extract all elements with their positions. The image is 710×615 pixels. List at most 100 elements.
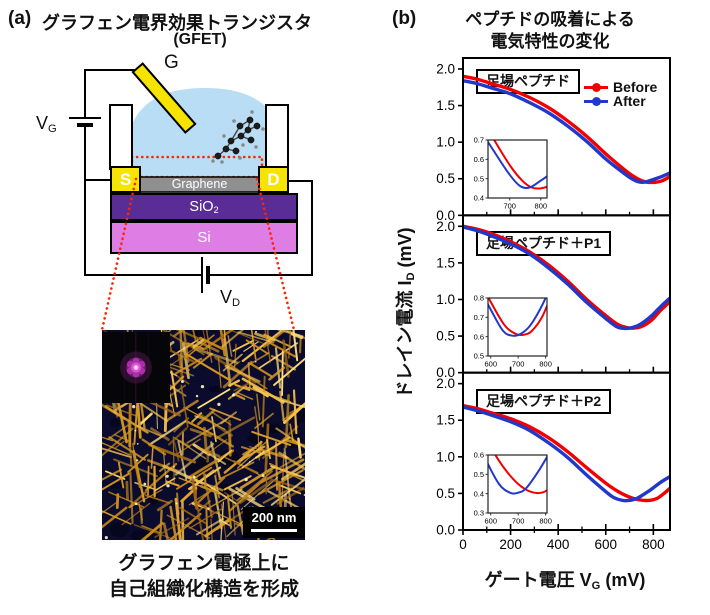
curve-before	[463, 224, 670, 330]
molecule-h-atom	[232, 119, 236, 123]
y-tick-label: 1.5	[436, 255, 455, 270]
curve-after	[463, 405, 670, 503]
afm-speck	[180, 380, 184, 384]
molecule-h-atom	[238, 156, 242, 160]
plot3-condition-box: 足場ペプチド＋P2	[476, 389, 612, 415]
afm-fiber	[284, 394, 290, 449]
afm-fiber	[209, 407, 242, 421]
afm-fiber	[235, 487, 256, 501]
afm-fiber	[263, 333, 293, 349]
x-tick-label: 200	[499, 537, 522, 552]
afm-fiber	[211, 411, 232, 426]
molecule-c-atom	[237, 132, 245, 140]
afm-speck	[175, 502, 178, 505]
y-tick-label: 0.0	[436, 523, 455, 538]
afm-fiber	[268, 341, 297, 358]
afm-speck	[244, 477, 248, 482]
afm-fiber	[228, 330, 264, 344]
afm-fiber	[281, 348, 284, 397]
y-tick-label: 1.5	[436, 413, 455, 428]
afm-fiber	[162, 522, 170, 540]
y-tick-label: 0.0	[436, 208, 455, 223]
afm-fiber	[245, 339, 269, 355]
afm-fiber	[168, 427, 188, 446]
afm-fiber	[223, 440, 263, 474]
molecule-h-atom	[254, 145, 258, 149]
sio2-layer-label: SiO2	[189, 199, 219, 216]
graphene-layer-label: Graphene	[171, 177, 228, 191]
afm-fiber	[189, 428, 212, 438]
afm-fiber	[231, 491, 236, 536]
afm-fiber	[278, 484, 302, 495]
inset-y-tick-label: 0.5	[474, 470, 484, 479]
afm-fiber	[178, 440, 191, 448]
afm-fiber	[172, 436, 175, 483]
gate-bar-rect	[131, 62, 197, 134]
afm-fiber	[224, 364, 261, 383]
afm-fiber	[241, 330, 283, 363]
afm-fiber	[147, 465, 150, 498]
afm-pit	[208, 385, 222, 393]
inset-x-tick-label: 800	[539, 360, 552, 369]
panel-b-title-line2: 電気特性の変化	[490, 32, 610, 51]
inset-frame	[487, 297, 548, 357]
afm-fiber	[262, 487, 293, 504]
afm-fiber	[198, 336, 225, 351]
molecule-illustration	[211, 110, 265, 164]
inset-bg	[488, 298, 547, 356]
inset-x-tick-label: 800	[535, 202, 548, 211]
afm-fiber	[227, 385, 247, 400]
afm-fiber	[282, 339, 290, 378]
si-layer-label: Si	[197, 229, 211, 246]
molecule-h-atom	[220, 160, 224, 164]
panel-a: (a) グラフェン電界効果トランジスタ (GFET) VG G S D Grap…	[8, 8, 313, 600]
afm-fiber	[265, 471, 268, 495]
afm-fiber	[256, 393, 261, 421]
legend-after-line	[584, 96, 608, 106]
x-tick-label: 400	[547, 537, 570, 552]
panel-b: (b) ペプチドの吸着による 電気特性の変化 ドレイン電流 ID (mV) ゲー…	[380, 0, 710, 615]
afm-fiber	[159, 509, 163, 540]
molecule-c-atom	[222, 145, 230, 153]
afm-speck	[195, 394, 199, 398]
y-tick-label: 1.5	[436, 98, 455, 113]
afm-speck	[173, 465, 175, 468]
inset-curves	[488, 455, 547, 495]
afm-fiber	[192, 339, 205, 349]
drain-electrode	[258, 166, 289, 193]
inset-curves	[488, 298, 547, 337]
panel-b-title-line1: ペプチドの吸着による	[465, 10, 635, 29]
afm-fiber	[180, 384, 189, 428]
afm-fiber	[297, 437, 302, 459]
inset-x-tick-label: 600	[484, 360, 497, 369]
afm-fiber	[220, 519, 232, 528]
afm-fiber	[197, 388, 231, 409]
afm-fiber	[184, 352, 231, 381]
afm-speck	[143, 482, 147, 486]
afm-fiber	[202, 471, 213, 519]
afm-fiber	[221, 330, 245, 348]
inset-curve-after	[488, 455, 547, 495]
afm-fiber	[121, 502, 151, 526]
afm-fiber	[188, 492, 207, 506]
afm-fiber	[125, 480, 129, 501]
afm-fiber	[102, 502, 117, 514]
inset-frame	[487, 454, 548, 514]
fft-core-dot	[134, 366, 138, 369]
afm-speck	[134, 502, 138, 506]
afm-pit	[109, 522, 129, 538]
afm-fiber	[192, 352, 213, 369]
afm-fiber	[236, 392, 254, 400]
afm-fiber	[172, 330, 185, 338]
curves-group	[463, 224, 670, 331]
afm-fiber	[268, 366, 286, 381]
afm-fiber	[268, 462, 305, 482]
curves-group	[463, 403, 670, 503]
inset-x-tick-label: 700	[503, 202, 516, 211]
afm-fiber	[223, 338, 232, 387]
afm-fiber	[174, 357, 203, 375]
afm-fiber	[173, 441, 180, 462]
afm-fiber	[174, 438, 201, 456]
